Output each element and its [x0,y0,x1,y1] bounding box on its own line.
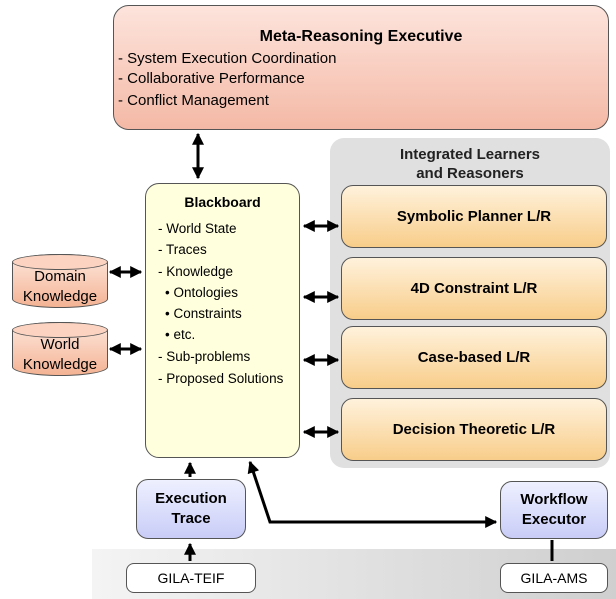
execution-trace-line1: Execution [155,490,227,507]
blackboard-item-sub-problems: - Sub-problems [158,349,251,364]
blackboard: Blackboard - World State - Traces - Know… [145,183,300,458]
domain-knowledge-line1: Domain [34,268,86,285]
decision-theoretic-box: Decision Theoretic L/R [341,398,607,461]
domain-knowledge-label: Domain Knowledge [13,267,107,307]
blackboard-item-traces: - Traces [158,242,207,257]
meta-reasoning-executive: Meta-Reasoning Executive - System Execut… [113,5,609,130]
case-based-box: Case-based L/R [341,326,607,389]
blackboard-item-ontologies: • Ontologies [165,285,239,300]
domain-knowledge-db-cap [11,253,108,270]
workflow-executor-label: Workflow Executor [520,490,587,530]
meta-item-conflict: - Conflict Management [118,92,269,109]
panel-title-line2: and Reasoners [416,165,524,182]
world-knowledge-label: World Knowledge [13,335,107,375]
domain-knowledge-db: Domain Knowledge [11,253,108,308]
panel-title-line1: Integrated Learners [399,146,541,163]
blackboard-item-constraints: • Constraints [165,306,242,321]
symbolic-planner-box: Symbolic Planner L/R [341,185,607,248]
4d-constraint-box: 4D Constraint L/R [341,257,607,320]
world-knowledge-db: World Knowledge [11,321,108,376]
meta-item-collaborative: - Collaborative Performance [118,70,305,87]
blackboard-title: Blackboard [184,194,261,210]
blackboard-item-etc: • etc. [165,327,196,342]
meta-item-coordination: - System Execution Coordination [118,50,337,67]
blackboard-item-knowledge: - Knowledge [158,264,234,279]
world-knowledge-line1: World [40,336,80,353]
gila-ams-box: GILA-AMS [500,563,608,593]
execution-trace-box: Execution Trace [136,479,246,539]
world-knowledge-line2: Knowledge [22,356,98,373]
meta-title: Meta-Reasoning Executive [259,28,463,45]
gila-teif-box: GILA-TEIF [126,563,256,593]
world-knowledge-db-cap [11,321,108,338]
domain-knowledge-line2: Knowledge [22,288,98,305]
workflow-executor-line2: Executor [521,511,587,528]
workflow-executor-box: Workflow Executor [500,481,608,539]
blackboard-item-proposed-solutions: - Proposed Solutions [158,371,284,386]
workflow-executor-line1: Workflow [520,491,588,508]
blackboard-item-world-state: - World State [158,221,237,236]
execution-trace-line2: Trace [171,510,211,527]
execution-trace-label: Execution Trace [155,489,227,529]
blackboard-workflow-arrow [247,460,498,528]
